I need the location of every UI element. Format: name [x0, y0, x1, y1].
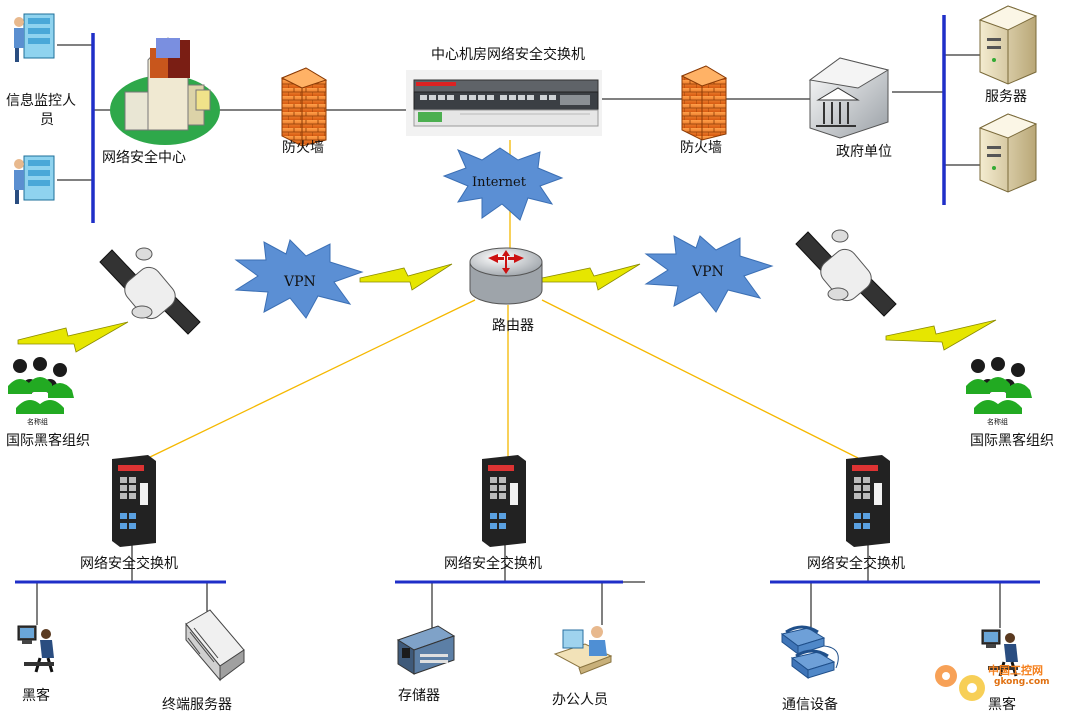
telephone-icon: [780, 625, 839, 679]
switch-left-label: 网络安全交换机: [80, 556, 178, 572]
monitor-workstation-icon: [14, 13, 55, 62]
hacker-left-label: 黑客: [22, 688, 50, 704]
comm-device-label: 通信设备: [782, 697, 838, 713]
link-router-switch-left: [147, 299, 476, 459]
watermark-text: 中国工控网: [988, 664, 1043, 677]
monitor-person-label-line2: 员: [40, 112, 54, 128]
vpn-right-cloud-icon: [644, 235, 774, 313]
terminal-server-icon: [185, 609, 245, 682]
tower-server-icon: [978, 113, 1038, 193]
router-icon: [469, 247, 543, 305]
lightning-link-icon: [17, 263, 997, 353]
industrial-switch-icon: [112, 455, 156, 547]
security-center-label: 网络安全中心: [102, 150, 186, 166]
hacker-group-left-icon: [8, 357, 74, 414]
firewall-left-icon: [280, 67, 328, 147]
office-worker-icon: [553, 626, 613, 675]
group-badge-left: 名称组: [27, 418, 48, 426]
link-router-switch-right: [541, 299, 859, 459]
hacker-workstation-icon: [981, 629, 1018, 677]
monitor-workstation-icon: [14, 155, 55, 204]
servers-label: 服务器: [985, 89, 1027, 105]
tower-server-icon: [978, 5, 1038, 85]
hacker-group-left-label: 国际黑客组织: [6, 433, 90, 449]
center-switch-label: 中心机房网络安全交换机: [431, 47, 585, 63]
industrial-switch-icon: [846, 455, 890, 547]
bus-bars: [15, 15, 1040, 584]
switch-mid-label: 网络安全交换机: [444, 556, 542, 572]
government-label: 政府单位: [836, 144, 892, 160]
firewall-left-label: 防火墙: [282, 140, 324, 156]
internet-label: Internet: [472, 175, 526, 190]
government-building-icon: [808, 57, 890, 139]
office-staff-label: 办公人员: [552, 692, 608, 708]
satellite-icon: [99, 247, 201, 335]
internet-cloud-icon: [442, 147, 564, 221]
firewall-right-label: 防火墙: [680, 140, 722, 156]
hacker-group-right-label: 国际黑客组织: [970, 433, 1054, 449]
security-center-castle-icon: [110, 37, 220, 145]
watermark-url: gkong.com: [994, 677, 1050, 687]
terminal-server-label: 终端服务器: [162, 697, 232, 713]
vpn-left-cloud-icon: [234, 239, 364, 319]
storage-label: 存储器: [398, 688, 440, 704]
satellite-icon: [795, 229, 897, 317]
vpn-left-label: VPN: [284, 274, 316, 290]
router-label: 路由器: [492, 318, 534, 334]
vpn-right-label: VPN: [692, 264, 724, 280]
hacker-group-right-icon: [966, 357, 1032, 414]
watermark-gear-icon: [935, 665, 985, 701]
hacker-workstation-icon: [17, 625, 54, 673]
group-badge-right: 名称组: [987, 418, 1008, 426]
industrial-switch-icon: [482, 455, 526, 547]
rack-switch-icon: [406, 70, 602, 136]
hacker-right-label: 黑客: [988, 697, 1016, 713]
monitor-person-label: 信息监控人: [6, 93, 76, 109]
storage-device-icon: [396, 625, 456, 675]
switch-right-label: 网络安全交换机: [807, 556, 905, 572]
firewall-right-icon: [680, 65, 728, 141]
